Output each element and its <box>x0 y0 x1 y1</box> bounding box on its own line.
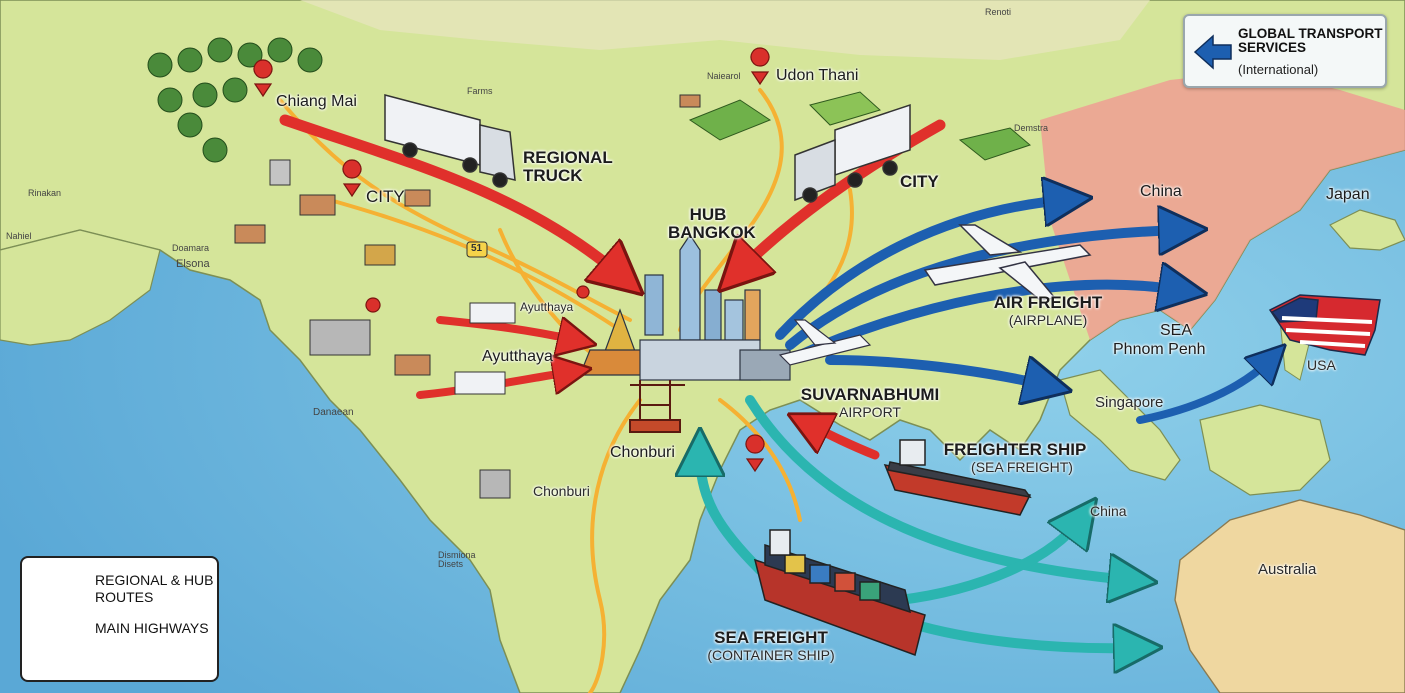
label-renoti: Renoti <box>985 7 1012 17</box>
info-box-subtitle: (International) <box>1238 62 1319 77</box>
label-nahiel: Nahiel <box>6 231 32 241</box>
borneo <box>1199 404 1331 496</box>
farm-field-icons <box>688 91 1031 161</box>
label-rinakan: Rinakan <box>28 188 62 198</box>
label-china-north: China <box>1140 183 1182 200</box>
label-ayutthaya-1: Ayutthaya <box>520 300 574 314</box>
airplane-small-icon <box>778 319 872 366</box>
japan <box>1329 209 1405 251</box>
label-dismiona: Dismiona Disets <box>438 550 476 570</box>
label-sea-freight: SEA FREIGHT <box>714 628 828 647</box>
legend-label-regional-routes: REGIONAL & HUB ROUTES <box>95 572 214 605</box>
bangkok-skyline-icon <box>579 233 791 381</box>
label-usa: USA <box>1307 357 1336 373</box>
label-chiang-mai: Chiang Mai <box>276 93 357 110</box>
regional-truck-icon <box>384 94 516 188</box>
label-elsona: Elsona <box>176 258 210 270</box>
air-routes <box>775 200 1270 424</box>
map-legend: REGIONAL & HUB ROUTES MAIN HIGHWAYS <box>20 556 219 682</box>
road-shield-label: 51 <box>471 243 483 254</box>
freighter-ship-icon <box>883 439 1032 516</box>
label-ayutthaya-2: Ayutthaya <box>482 348 553 365</box>
label-regional-truck: REGIONAL TRUCK <box>523 148 613 185</box>
label-hub-bangkok: HUB BANGKOK <box>668 205 756 242</box>
usa-flag-map-icon <box>1268 294 1381 356</box>
label-air-freight: AIR FREIGHT <box>993 293 1103 312</box>
port-crane-icon <box>629 380 685 433</box>
label-city-west: CITY <box>366 187 405 206</box>
label-australia: Australia <box>1258 561 1317 578</box>
forest-icons <box>147 37 323 163</box>
left-arrow-icon <box>1193 34 1232 70</box>
label-airport: SUVARNABHUMI <box>800 385 940 404</box>
label-farms: Farms <box>467 86 493 96</box>
label-phnom-penh: Phnom Penh <box>1113 341 1206 358</box>
small-truck-icon <box>454 302 516 395</box>
label-freighter-ship-sub: (SEA FREIGHT) <box>971 459 1073 475</box>
label-sea-freight-sub: (CONTAINER SHIP) <box>707 647 835 663</box>
label-china-south: China <box>1090 503 1127 519</box>
global-transport-info-box: GLOBAL TRANSPORT SERVICES (International… <box>1183 14 1387 88</box>
road-shield <box>466 241 488 258</box>
airplane-icon <box>923 224 1092 301</box>
label-chonburi-south: Chonburi <box>533 483 590 499</box>
australia <box>1174 499 1405 693</box>
label-udon-thani: Udon Thani <box>776 67 859 84</box>
info-box-title: GLOBAL TRANSPORT SERVICES <box>1238 26 1383 56</box>
label-demstra: Demstra <box>1014 123 1049 133</box>
label-sea-region: SEA <box>1160 322 1193 339</box>
west-coast <box>0 229 161 346</box>
label-air-freight-sub: (AIRPLANE) <box>1008 312 1088 328</box>
northern-hills <box>300 0 1150 60</box>
label-city-east: CITY <box>900 172 939 191</box>
label-singapore: Singapore <box>1095 394 1164 411</box>
legend-label-main-highways: MAIN HIGHWAYS <box>95 620 209 636</box>
container-ship-icon <box>753 529 926 656</box>
sea-routes <box>700 395 1135 648</box>
label-japan: Japan <box>1326 186 1370 203</box>
label-chonburi-coast: Chonburi <box>610 444 675 461</box>
label-freighter-ship: FREIGHTER SHIP <box>943 440 1087 459</box>
label-airport-sub: AIRPORT <box>839 404 901 420</box>
label-doamara: Doamara <box>172 243 210 253</box>
label-naiearol: Naiearol <box>707 71 741 81</box>
city-truck-icon <box>794 103 911 203</box>
label-danaean: Danaean <box>313 407 354 418</box>
china-region <box>1040 70 1405 340</box>
location-pins <box>253 47 770 473</box>
peninsula <box>1059 369 1181 481</box>
building-icons <box>234 94 701 499</box>
